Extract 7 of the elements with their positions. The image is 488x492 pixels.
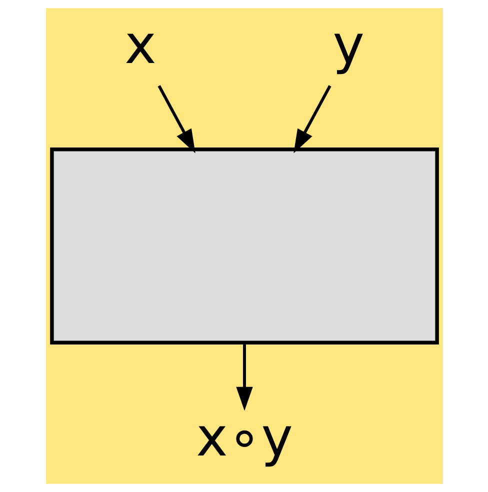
- arrow: [157, 85, 195, 154]
- arrow: [236, 343, 252, 411]
- node-text: x∘y: [196, 405, 292, 468]
- node-text: x: [124, 12, 156, 76]
- node-box: [50, 148, 438, 344]
- node-text: y: [332, 12, 364, 76]
- arrow: [293, 85, 331, 154]
